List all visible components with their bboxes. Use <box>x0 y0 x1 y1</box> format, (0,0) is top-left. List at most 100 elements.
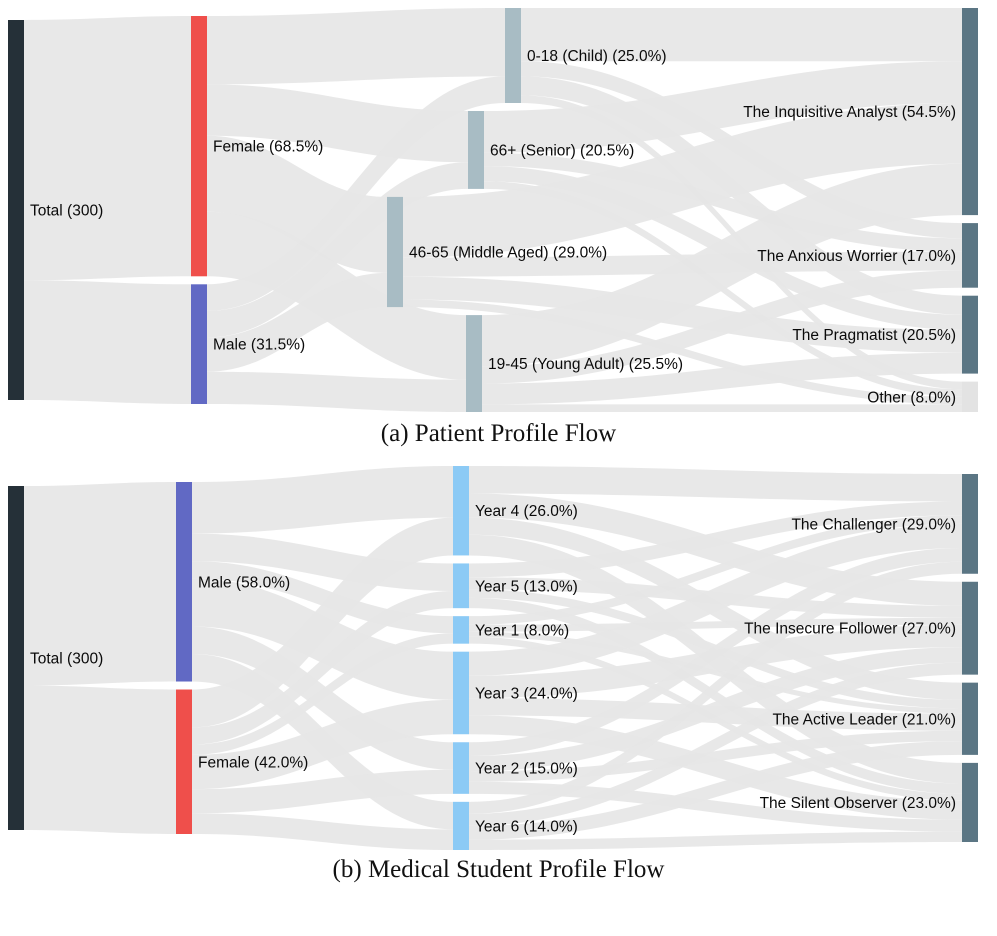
sankey-link <box>192 812 453 850</box>
sankey-link <box>521 76 962 315</box>
sankey-link <box>482 404 962 412</box>
sankey-node-label-female: Female (42.0%) <box>198 754 308 771</box>
sankey-node-year5[interactable] <box>453 562 469 608</box>
sankey-node-worrier[interactable] <box>962 223 978 288</box>
sankey-node-female[interactable] <box>191 16 207 277</box>
sankey-link <box>192 632 453 755</box>
sankey-link <box>24 280 191 404</box>
sankey-link <box>207 76 505 311</box>
sankey-node-year4[interactable] <box>453 465 469 555</box>
sankey-node-total[interactable] <box>8 20 24 400</box>
sankey-node-label-insec: The Insecure Follower (27.0%) <box>744 620 956 637</box>
sankey-node-year2[interactable] <box>453 741 469 794</box>
sankey-diagram-student: Total (300) Male (58.0%) Female (42.0%) Yea… <box>8 465 978 850</box>
sankey-nodes: Total (300) Male (58.0%) Female (42.0%) Yea… <box>8 465 978 850</box>
sankey-node-label-silent: The Silent Observer (23.0%) <box>760 794 956 811</box>
sankey-node-label-senior: 66+ (Senior) (20.5%) <box>490 142 634 159</box>
sankey-node-label-chall: The Challenger (29.0%) <box>791 516 956 533</box>
sankey-link <box>469 561 962 814</box>
sankey-link <box>469 831 962 850</box>
sankey-link <box>469 662 962 826</box>
sankey-link <box>403 103 962 258</box>
sankey-link <box>469 617 962 632</box>
sankey-node-label-pragma: The Pragmatist (20.5%) <box>792 327 956 344</box>
sankey-link <box>24 685 176 834</box>
sankey-nodes: Total (300) Female (68.5%) Male (31.5%) 0-1… <box>8 8 978 412</box>
sankey-link <box>469 730 962 782</box>
sankey-node-male[interactable] <box>176 481 192 682</box>
sankey-node-total[interactable] <box>8 485 24 830</box>
sankey-link <box>484 61 962 153</box>
sankey-node-female[interactable] <box>176 689 192 834</box>
sankey-node-chall[interactable] <box>962 473 978 574</box>
sankey-link <box>24 481 176 686</box>
sankey-node-year6[interactable] <box>453 801 469 850</box>
figure-b-caption: (b) Medical Student Profile Flow <box>332 855 665 883</box>
sankey-node-label-analyst: The Inquisitive Analyst (54.5%) <box>743 104 956 121</box>
sankey-link <box>469 501 962 577</box>
sankey-link <box>482 270 962 384</box>
sankey-node-male[interactable] <box>191 284 207 404</box>
sankey-node-label-female: Female (68.5%) <box>213 139 323 156</box>
sankey-link <box>521 8 962 62</box>
sankey-node-label-year1: Year 1 (8.0%) <box>475 622 569 639</box>
sankey-link <box>207 8 505 85</box>
sankey-link <box>469 523 962 676</box>
sankey-link <box>469 781 962 832</box>
sankey-node-middle[interactable] <box>387 196 403 308</box>
sankey-node-analyst[interactable] <box>962 8 978 216</box>
sankey-node-label-young: 19-45 (Young Adult) (25.5%) <box>488 356 683 373</box>
sankey-link <box>192 699 453 789</box>
sankey-link <box>403 299 962 405</box>
sankey-link <box>469 624 962 698</box>
sankey-link <box>24 16 191 281</box>
sankey-link <box>192 769 453 813</box>
sankey-node-year3[interactable] <box>453 651 469 734</box>
sankey-node-silent[interactable] <box>962 762 978 842</box>
sankey-link <box>469 514 962 625</box>
sankey-node-label-male: Male (31.5%) <box>213 337 305 354</box>
sankey-link <box>469 465 962 502</box>
sankey-links <box>24 8 962 412</box>
sankey-node-label-other: Other (8.0%) <box>867 389 956 406</box>
sankey-link <box>192 590 453 745</box>
sankey-node-label-active: The Active Leader (21.0%) <box>772 711 956 728</box>
sankey-link <box>469 597 962 794</box>
sankey-diagram-patient: Total (300) Female (68.5%) Male (31.5%) 0-1… <box>8 8 978 412</box>
sankey-link <box>207 272 387 372</box>
sankey-link <box>469 646 962 771</box>
sankey-node-label-year4: Year 4 (26.0%) <box>475 503 578 520</box>
sankey-node-insec[interactable] <box>962 581 978 675</box>
sankey-link <box>207 371 466 412</box>
sankey-link <box>469 547 962 756</box>
sankey-link <box>192 465 453 534</box>
sankey-node-label-total: Total (300) <box>30 650 103 667</box>
sankey-node-label-year6: Year 6 (14.0%) <box>475 818 578 835</box>
sankey-node-label-middle: 46-65 (Middle Aged) (29.0%) <box>409 245 607 262</box>
sankey-link <box>484 152 962 252</box>
sankey-node-pragma[interactable] <box>962 295 978 374</box>
sankey-node-child[interactable] <box>505 8 521 103</box>
figure-patient-profile-flow: Total (300) Female (68.5%) Male (31.5%) 0-1… <box>0 0 997 448</box>
sankey-node-other[interactable] <box>962 381 978 412</box>
sankey-link <box>469 740 962 840</box>
sankey-link <box>192 517 453 727</box>
sankey-link <box>403 276 962 353</box>
sankey-node-senior[interactable] <box>468 111 484 189</box>
sankey-link <box>482 163 962 367</box>
sankey-links <box>24 465 962 850</box>
sankey-node-year1[interactable] <box>453 615 469 644</box>
figure-a-caption: (a) Patient Profile Flow <box>380 420 617 447</box>
figure-medical-student-flow: Total (300) Male (58.0%) Female (42.0%) Yea… <box>0 456 997 884</box>
sankey-node-label-child: 0-18 (Child) (25.0%) <box>527 48 667 65</box>
sankey-node-label-year5: Year 5 (13.0%) <box>475 578 578 595</box>
sankey-node-label-worrier: The Anxious Worrier (17.0%) <box>757 248 956 265</box>
sankey-node-label-male: Male (58.0%) <box>198 574 290 591</box>
sankey-node-active[interactable] <box>962 682 978 755</box>
sankey-node-label-year3: Year 3 (24.0%) <box>475 685 578 702</box>
sankey-node-label-year2: Year 2 (15.0%) <box>475 760 578 777</box>
sankey-link <box>469 714 962 820</box>
sankey-link <box>482 352 962 405</box>
sankey-node-label-total: Total (300) <box>30 203 103 220</box>
sankey-node-young[interactable] <box>466 315 482 412</box>
